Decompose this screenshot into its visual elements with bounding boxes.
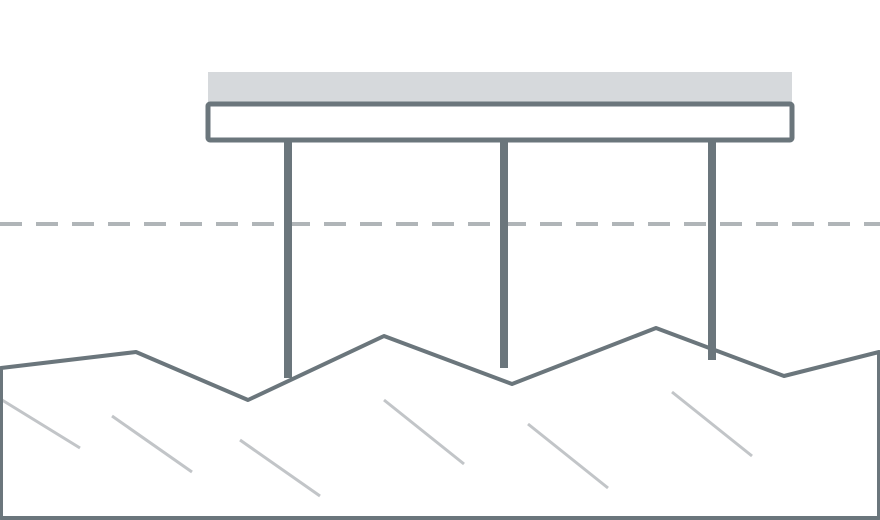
- seabed-hatch-line: [383, 398, 465, 466]
- piles: [284, 138, 716, 378]
- seabed-outline: [0, 326, 880, 520]
- seabed-hatch-line: [1, 398, 81, 450]
- seabed-hatching: [1, 390, 753, 498]
- pier-deck: [205, 101, 795, 143]
- seabed-hatch-line: [111, 414, 193, 474]
- seabed-hatch-line: [527, 422, 609, 490]
- seabed-hatch-line: [239, 438, 321, 498]
- deck-surface-band: [208, 72, 792, 104]
- seabed-hatch-line: [671, 390, 753, 458]
